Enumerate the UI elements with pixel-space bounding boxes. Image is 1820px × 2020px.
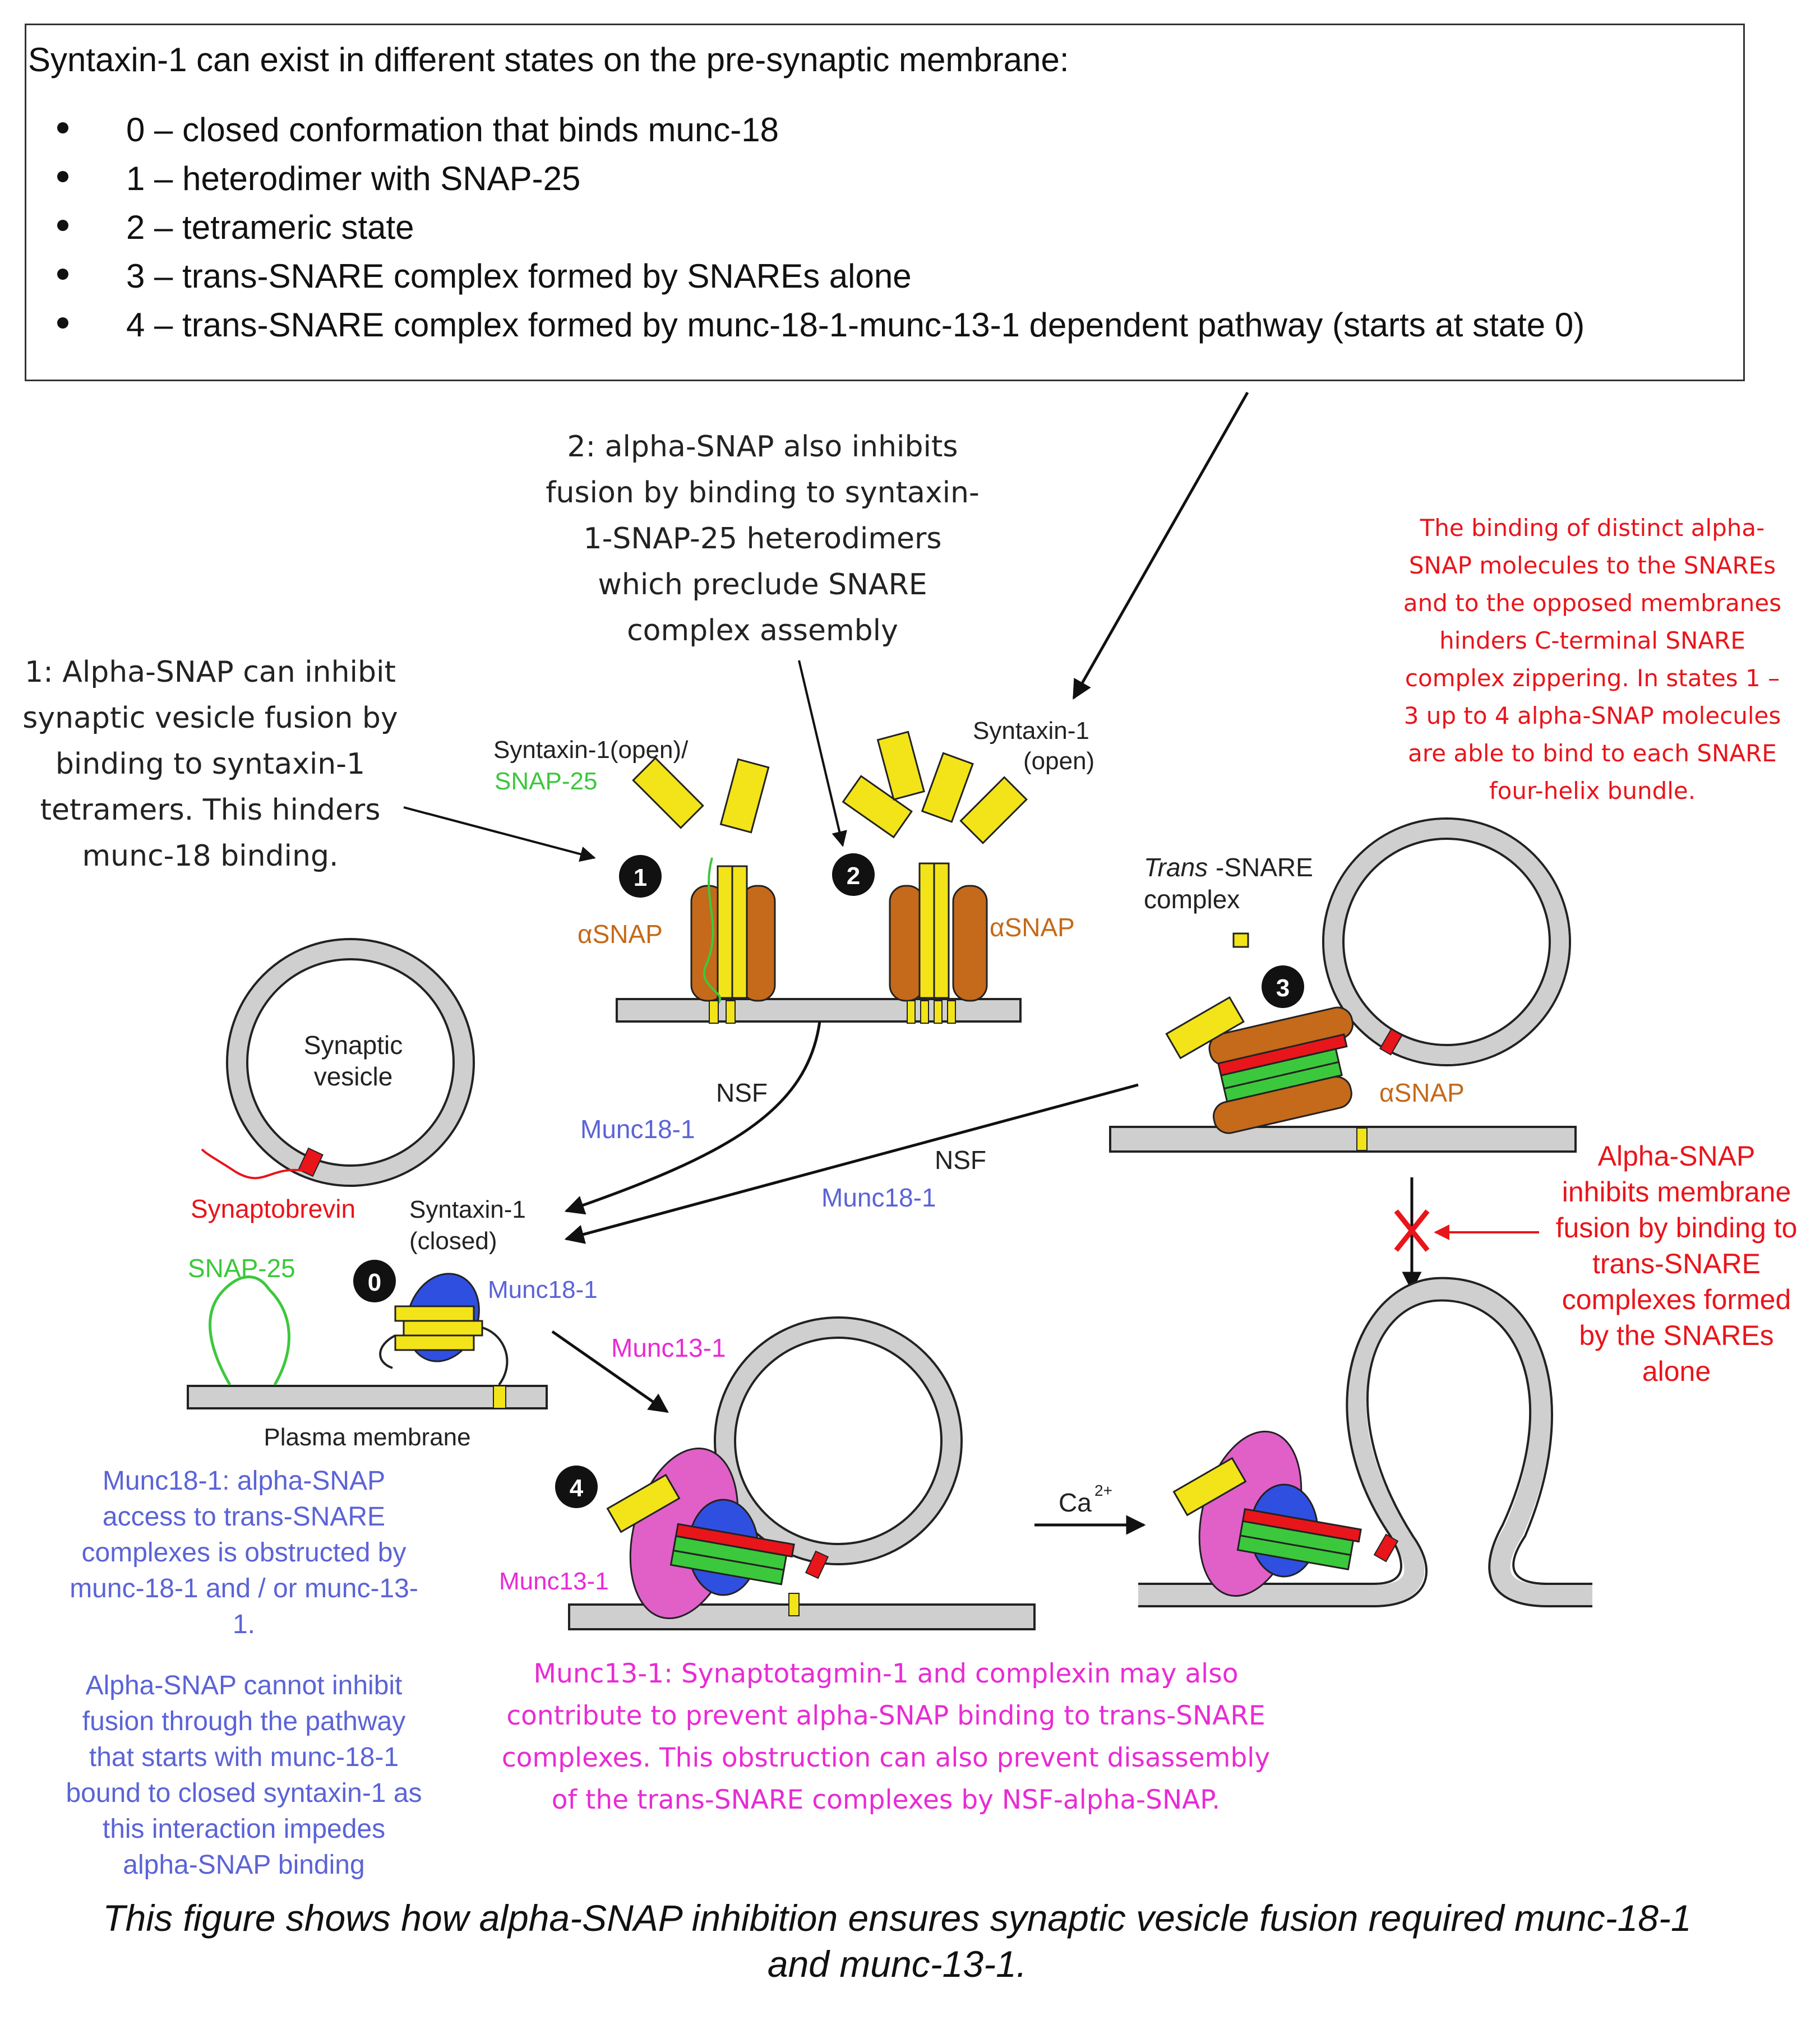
- label-plasma-membrane: Plasma membrane: [264, 1423, 470, 1451]
- habc-1b: [719, 758, 770, 834]
- label-syntaxin-closed-a: Syntaxin-1: [409, 1196, 526, 1223]
- helix-2b: [933, 862, 950, 999]
- vesicle-3-inner: [1342, 838, 1551, 1046]
- vesicle-4: [716, 1319, 960, 1563]
- label-munc18-0: Munc18-1: [488, 1276, 598, 1303]
- badge-1: [619, 855, 662, 898]
- badge-3-label: 3: [1276, 974, 1290, 1002]
- badge-2-label: 2: [847, 862, 860, 890]
- state-text: 0 – closed conformation that binds munc-…: [126, 111, 779, 149]
- label-syntaxin-closed-b: (closed): [409, 1227, 497, 1255]
- label-trans-snare-b: -SNARE: [1216, 853, 1313, 882]
- asnap-2a: [889, 885, 925, 1002]
- states-intro: Syntaxin-1 can exist in different states…: [28, 41, 1069, 78]
- badge-4: [555, 1466, 598, 1508]
- arrow-box-to-state3: [1072, 391, 1249, 700]
- badge-1-label: 1: [634, 864, 647, 891]
- helix-2a: [918, 862, 935, 999]
- badge-2: [832, 853, 875, 896]
- label-synaptic-vesicle-b: vesicle: [314, 1062, 393, 1091]
- badge-4-label: 4: [570, 1474, 584, 1502]
- label-synaptobrevin: Synaptobrevin: [191, 1194, 355, 1223]
- helix-1a: [717, 865, 733, 999]
- tmd-3: [1356, 1127, 1368, 1151]
- asnap-3b: [1212, 1076, 1352, 1134]
- note-1: 1: Alpha-SNAP can inhibit synaptic vesic…: [22, 655, 398, 873]
- closed-syntaxin-3: [394, 1334, 475, 1351]
- label-snap25: SNAP-25: [188, 1254, 295, 1283]
- note-blue-pathway: Alpha-SNAP cannot inhibit fusion through…: [66, 1671, 422, 1880]
- fusion-membrane: [1138, 1279, 1592, 1605]
- bullet-icon: [57, 269, 68, 280]
- note-magenta-munc13: Munc13-1: Synaptotagmin-1 and complexin …: [501, 1658, 1271, 1815]
- synaptobrevin-coil: [201, 1148, 303, 1180]
- state-text: 1 – heterodimer with SNAP-25: [126, 160, 581, 197]
- state-text: 4 – trans-SNARE complex formed by munc-1…: [126, 306, 1585, 344]
- label-syntaxin-open-snap25-b: SNAP-25: [495, 768, 597, 795]
- bullet-icon: [57, 220, 68, 231]
- label-asnap-1: αSNAP: [578, 919, 663, 949]
- bullet-icon: [57, 171, 68, 182]
- arrow-note1-to-state1: [403, 806, 596, 862]
- badge-0: [353, 1260, 396, 1302]
- state-text: 2 – tetrameric state: [126, 209, 414, 246]
- asnap-2b: [952, 885, 988, 1002]
- synaptobrevin-tmd: [298, 1147, 324, 1177]
- tmd-0: [493, 1385, 506, 1409]
- snap25-coil-0: [209, 1288, 290, 1386]
- label-nsf-2: NSF: [935, 1145, 986, 1175]
- label-asnap-3: αSNAP: [1379, 1078, 1465, 1107]
- arrow-0-to-4: [551, 1330, 669, 1413]
- closed-syntaxin-1: [394, 1305, 475, 1322]
- note-blue-munc18: Munc18-1: alpha-SNAP access to trans-SNA…: [70, 1466, 418, 1639]
- arrow-note2-to-state2: [798, 660, 847, 847]
- label-syntaxin-open-a: Syntaxin-1: [973, 717, 1089, 745]
- red-x-2: [1394, 1209, 1430, 1252]
- snap25-coil-1: [703, 857, 722, 1005]
- label-munc13-arrow: Munc13-1: [611, 1333, 726, 1362]
- label-ca: Ca: [1059, 1488, 1092, 1517]
- label-munc13-4: Munc13-1: [499, 1568, 609, 1595]
- membrane-top: [616, 998, 1022, 1023]
- state-text: 3 – trans-SNARE complex formed by SNAREs…: [126, 257, 912, 295]
- label-trans-snare-c: complex: [1144, 885, 1240, 914]
- label-asnap-2: αSNAP: [990, 913, 1075, 942]
- label-syntaxin-open-snap25-a: Syntaxin-1(open)/: [493, 736, 689, 764]
- badge-0-label: 0: [368, 1269, 381, 1296]
- vesicle-3: [1322, 817, 1571, 1066]
- label-ca-sup: 2+: [1094, 1482, 1112, 1499]
- label-nsf-1: NSF: [716, 1078, 768, 1107]
- membrane-4: [568, 1603, 1036, 1630]
- bullet-icon: [57, 122, 68, 133]
- states-box: [25, 24, 1745, 381]
- label-trans-snare-a: Trans: [1144, 853, 1208, 882]
- figure-caption: This figure shows how alpha-SNAP inhibit…: [103, 1897, 1692, 1985]
- plasma-membrane: [187, 1385, 548, 1409]
- arrow-12-to-0: [564, 1021, 821, 1215]
- helix-1b: [731, 865, 748, 999]
- synaptobrevin-tmd-3: [1379, 1028, 1403, 1056]
- label-synaptic-vesicle-a: Synaptic: [304, 1030, 403, 1060]
- vesicle-3-fill: [1324, 820, 1569, 1064]
- closed-syntaxin-2: [403, 1320, 483, 1337]
- note-red-right: Alpha-SNAP inhibits membrane fusion by b…: [1555, 1140, 1798, 1387]
- label-syntaxin-open-b: (open): [1023, 747, 1094, 775]
- note-2: 2: alpha-SNAP also inhibits fusion by bi…: [546, 430, 980, 648]
- arrow-3-to-0: [564, 1083, 1139, 1244]
- bullet-icon: [57, 317, 68, 329]
- habc-1a: [632, 756, 704, 829]
- note-red-top: The binding of distinct alpha- SNAP mole…: [1403, 514, 1782, 805]
- label-munc18-arrow-2: Munc18-1: [821, 1183, 936, 1212]
- synaptic-vesicle: [228, 940, 473, 1185]
- membrane-3: [1109, 1126, 1577, 1153]
- label-munc18-arrow-1: Munc18-1: [580, 1115, 695, 1144]
- badge-3: [1262, 965, 1304, 1008]
